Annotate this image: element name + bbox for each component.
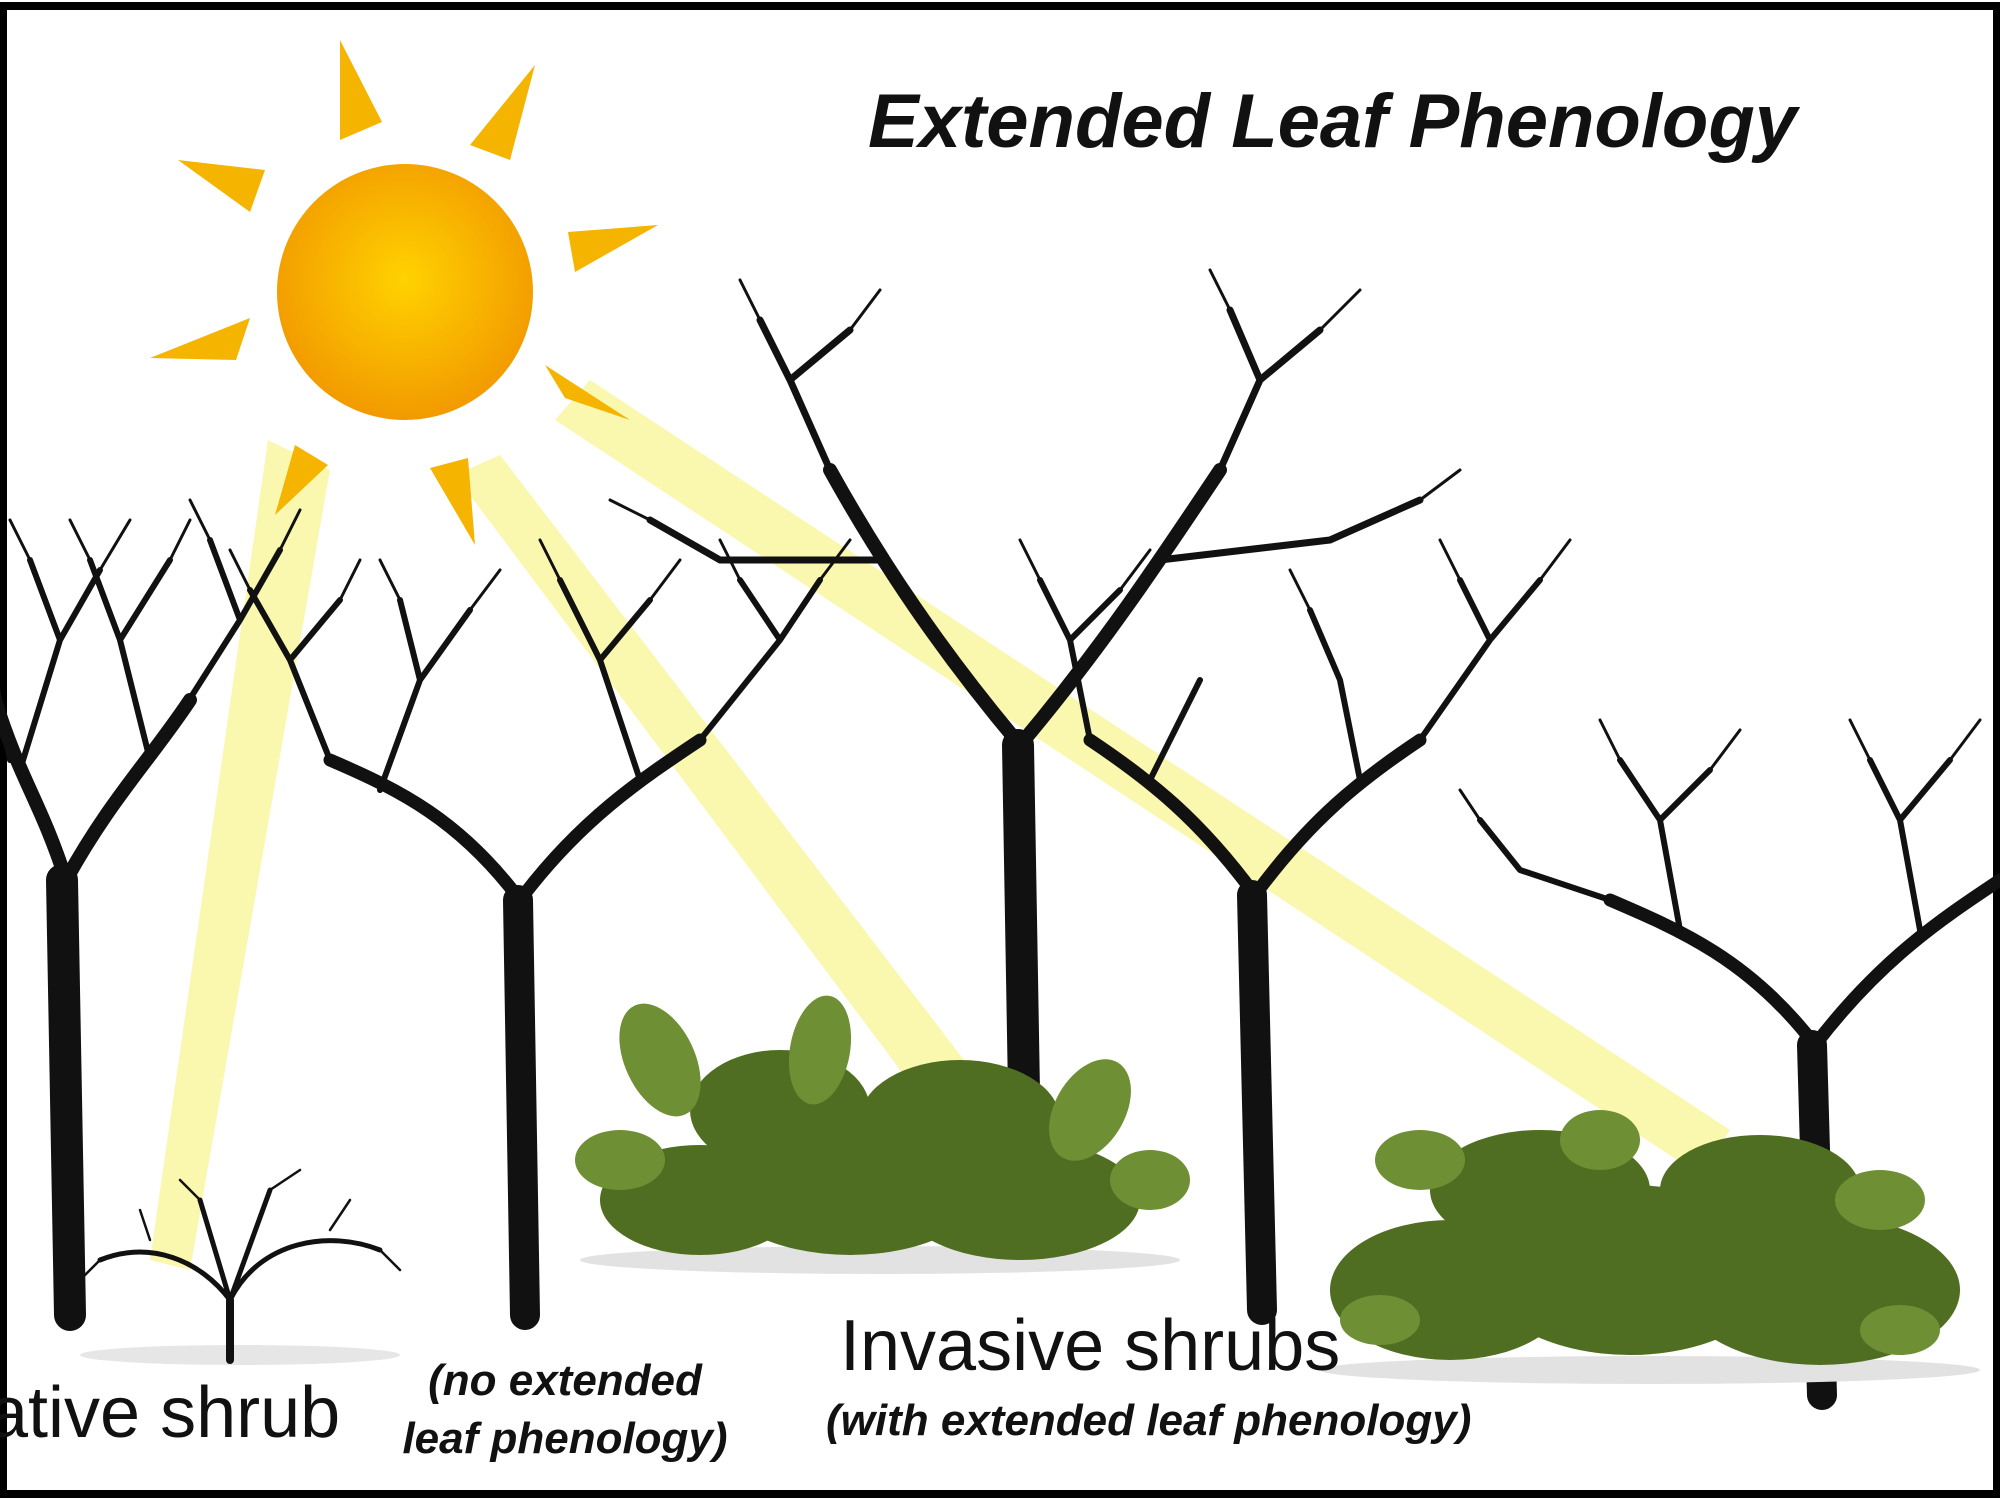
invasive-shrubs-label: Invasive shrubs [840, 1306, 1341, 1386]
light-beam-2 [455, 455, 1010, 1150]
invasive-shrub [1320, 1110, 1980, 1384]
light-beam-1 [150, 440, 330, 1270]
no-extended-phenology-label: (no extended leaf phenology) [380, 1352, 750, 1468]
native-shrub-label: ative shrub [0, 1373, 341, 1453]
bare-tree [228, 538, 852, 1330]
no-extended-line-1: (no extended [428, 1356, 702, 1405]
bare-tree [0, 498, 302, 1331]
no-extended-line-2: leaf phenology) [402, 1414, 728, 1463]
diagram-title: Extended Leaf Phenology [868, 79, 1798, 164]
bare-tree [1018, 538, 1572, 1325]
with-extended-phenology-label: (with extended leaf phenology) [826, 1396, 1472, 1445]
native-shrub [78, 1168, 402, 1365]
sun-icon [150, 40, 658, 545]
invasive-shrub [575, 995, 1190, 1274]
